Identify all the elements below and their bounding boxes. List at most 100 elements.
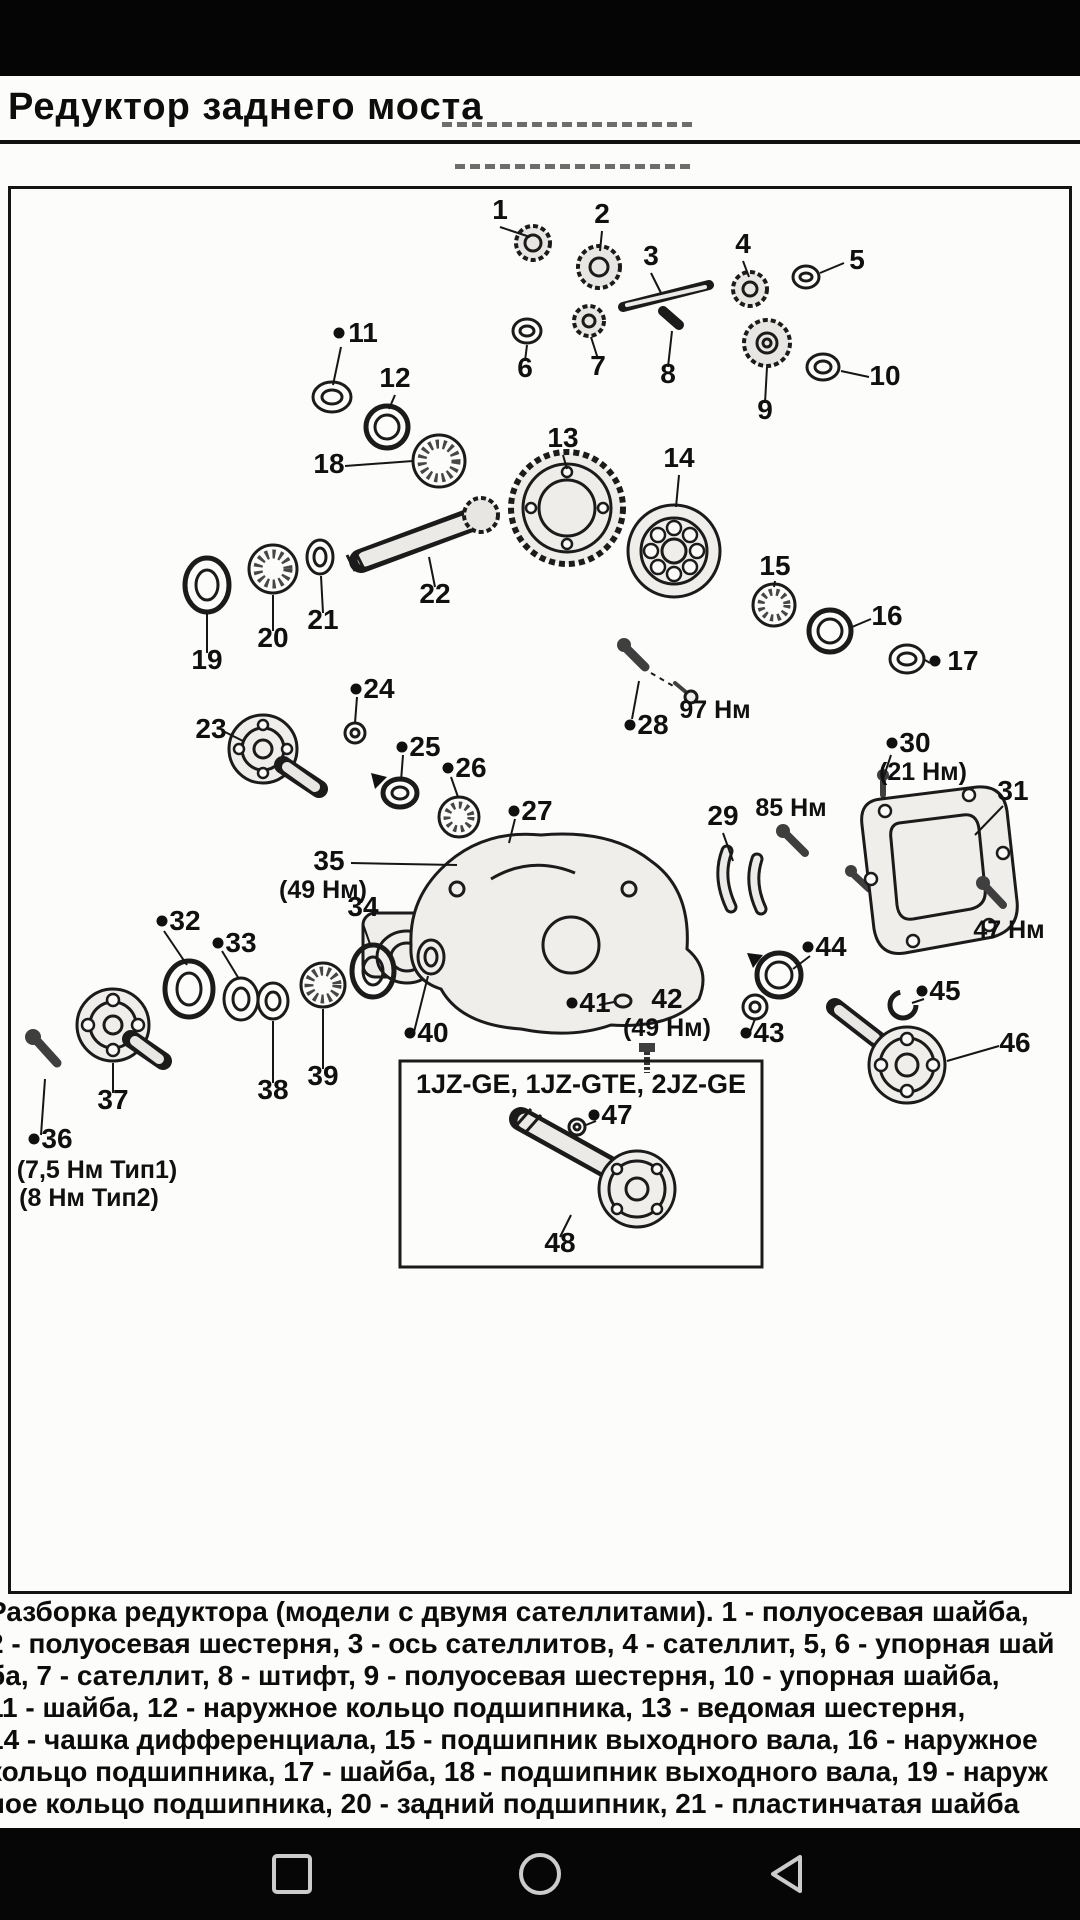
part-22-drive-pinion <box>345 496 500 573</box>
part-25-seal-ring <box>371 773 420 810</box>
part-label: 7 <box>590 350 606 381</box>
part-label: 16 <box>871 600 902 631</box>
part-19-bearing-race <box>182 555 232 615</box>
part-2-side-gear <box>576 244 622 290</box>
caption-line: 11 - шайба, 12 - наружное кольцо подшипн… <box>0 1692 966 1723</box>
part-11-washer <box>311 380 353 414</box>
part-label: 26 <box>455 752 486 783</box>
part-label: 19 <box>191 644 222 675</box>
caption-line: ное кольцо подшипника, 20 - задний подши… <box>0 1788 1020 1819</box>
part-label: 43 <box>753 1017 784 1048</box>
part-label: (7,5 Нм Тип1) <box>17 1156 178 1184</box>
part-label: 47 Нм <box>973 916 1044 944</box>
part-label: 39 <box>307 1060 338 1091</box>
part-6-thrust-washer <box>511 317 543 345</box>
part-label: 33 <box>225 927 256 958</box>
part-label: 10 <box>869 360 900 391</box>
part-label: 5 <box>849 244 865 275</box>
part-46-rear-flange <box>826 998 947 1105</box>
part-label: (8 Нм Тип2) <box>19 1184 159 1212</box>
part-39-front-bearing <box>299 961 347 1009</box>
part-32-seal <box>162 958 216 1020</box>
bolt-85nm <box>776 824 873 893</box>
part-45-snap-ring <box>887 989 919 1021</box>
part-label: (49 Нм) <box>279 876 367 904</box>
part-label: 42 <box>651 983 682 1014</box>
part-label: 41 <box>579 987 610 1018</box>
part-label: 45 <box>929 975 960 1006</box>
scan-artifact <box>455 164 690 169</box>
home-circle-icon[interactable] <box>516 1850 564 1898</box>
part-label: 18 <box>313 448 344 479</box>
part-44-bearing <box>747 950 804 1000</box>
part-label: 17 <box>947 645 978 676</box>
part-label: 44 <box>815 931 847 962</box>
part-31-rear-cover <box>860 785 1019 955</box>
part-label: 22 <box>419 578 450 609</box>
part-label: (49 Нм) <box>623 1014 711 1042</box>
part-label: 15 <box>759 550 790 581</box>
part-label: 48 <box>544 1227 575 1258</box>
part-13-ring-gear <box>508 449 626 567</box>
part-5-thrust-washer <box>791 264 821 290</box>
part-label: 21 <box>307 604 338 635</box>
engine-variant-box: 1JZ-GE, 1JZ-GTE, 2JZ-GE <box>398 1059 764 1269</box>
part-43-washer <box>741 993 769 1021</box>
caption-line: 14 - чашка дифференциала, 15 - подшипник… <box>0 1724 1038 1755</box>
part-28-bolt <box>617 638 699 705</box>
part-label: 4 <box>735 228 751 259</box>
part-label: 13 <box>547 422 578 453</box>
part-label: 46 <box>999 1027 1030 1058</box>
part-label: 38 <box>257 1074 288 1105</box>
status-bar <box>0 0 1080 76</box>
part-label: 47 <box>601 1099 632 1130</box>
part-label: 23 <box>195 713 226 744</box>
back-triangle-icon[interactable] <box>764 1850 812 1898</box>
part-label: 37 <box>97 1084 128 1115</box>
part-label: 29 <box>707 800 738 831</box>
part-label: 97 Нм <box>679 696 750 724</box>
part-label: (21 Нм) <box>879 758 967 786</box>
page-title: Редуктор заднего моста <box>8 86 484 128</box>
caption-line: 2 - полуосевая шестерня, 3 - ось сателли… <box>0 1628 1055 1659</box>
part-label: 25 <box>409 731 440 762</box>
part-15-output-bearing <box>751 582 797 628</box>
caption-line: кольцо подшипника, 17 - шайба, 18 - подш… <box>0 1756 1048 1787</box>
part-label: 34 <box>347 891 379 922</box>
part-1-thrust-washer <box>514 224 552 262</box>
part-label: 9 <box>757 394 773 425</box>
part-label: 12 <box>379 362 410 393</box>
android-nav-bar <box>0 1828 1080 1920</box>
part-label: 85 Нм <box>755 794 826 822</box>
part-26-bearing <box>437 795 481 839</box>
part-4-spider-gear <box>731 270 769 308</box>
caption-line: Разборка редуктора (модели с двумя сател… <box>0 1596 1029 1627</box>
part-label: 8 <box>660 358 676 389</box>
part-label: 1 <box>492 194 508 225</box>
carrier-housing <box>361 832 705 1035</box>
part-40-spacer <box>416 938 446 976</box>
part-24-ring <box>343 721 367 745</box>
engine-box-label: 1JZ-GE, 1JZ-GTE, 2JZ-GE <box>416 1069 746 1099</box>
part-label: 30 <box>899 727 930 758</box>
part-label: 11 <box>348 317 378 348</box>
part-label: 27 <box>521 795 552 826</box>
part-36-bolt <box>25 1029 62 1068</box>
part-label: 36 <box>41 1123 72 1154</box>
part-29-bearing-cap <box>716 844 768 916</box>
part-9-side-gear <box>742 318 792 368</box>
part-34-spacer-sleeve <box>349 942 397 1000</box>
caption-text: Разборка редуктора (модели с двумя сател… <box>0 1596 1080 1820</box>
caption-line: ба, 7 - сателлит, 8 - штифт, 9 - полуосе… <box>0 1660 1000 1691</box>
bolt-47nm <box>976 876 1007 909</box>
part-37-front-flange <box>75 987 172 1070</box>
part-20-rear-bearing <box>247 543 299 595</box>
recent-apps-square-icon[interactable] <box>268 1850 316 1898</box>
part-label: 35 <box>313 845 344 876</box>
part-16-bearing-race <box>806 607 854 655</box>
part-12-bearing-race <box>363 403 411 451</box>
part-label: 3 <box>643 240 659 271</box>
